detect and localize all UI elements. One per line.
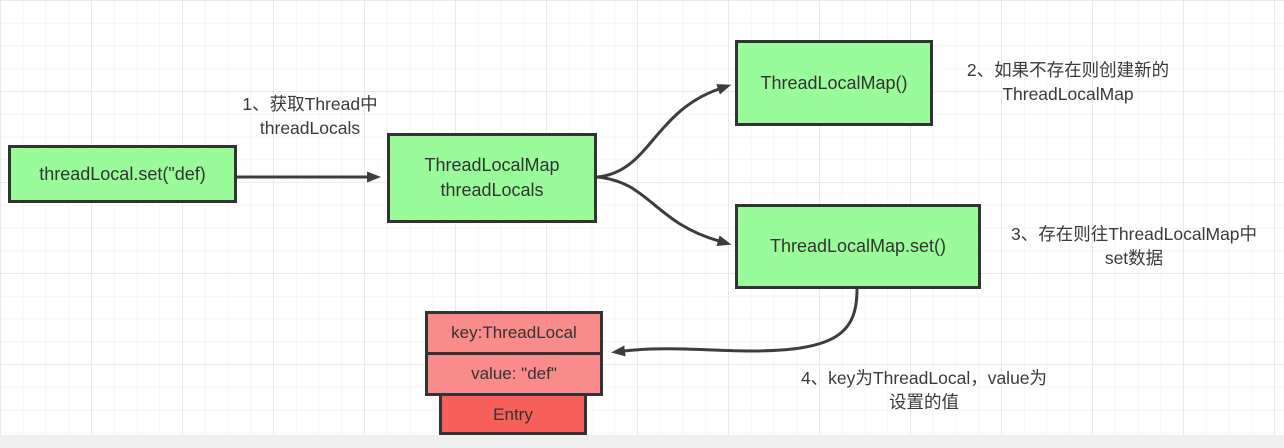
node-threadlocal-set-call: threadLocal.set("def) [8,145,237,203]
annotation-step4-line2: 设置的值 [889,392,959,412]
entry-key-row: key:ThreadLocal [428,314,600,352]
entry-value-row: value: "def" [428,352,600,393]
node-threadlocalmap-set: ThreadLocalMap.set() [735,204,981,289]
entry-value-label: value: "def" [471,364,557,383]
arrow-mapset-to-entry [611,287,859,357]
node-new-threadlocalmap-label: ThreadLocalMap() [760,72,908,93]
node-threadlocalmap-threadlocals: ThreadLocalMap threadLocals [387,133,597,223]
arrow-threadlocals-to-mapset [595,175,732,247]
node-entry: Entry [439,393,587,435]
entry-key-label: key:ThreadLocal [451,323,577,342]
annotation-step3-line1: 3、存在则往ThreadLocalMap中 [1010,224,1258,244]
annotation-step1: 1、获取Thread中 threadLocals [210,92,410,140]
annotation-step4: 4、key为ThreadLocal，value为 设置的值 [773,366,1075,414]
annotation-step1-line2: threadLocals [259,118,361,138]
annotation-step2: 2、如果不存在则创建新的 ThreadLocalMap [948,58,1188,106]
node-threadlocalmap-threadlocals-line1: ThreadLocalMap [424,155,560,175]
node-threadlocalmap-set-label: ThreadLocalMap.set() [769,236,947,256]
canvas-bottom-edge [0,435,1284,448]
annotation-step1-line1: 1、获取Thread中 [242,94,378,114]
node-new-threadlocalmap: ThreadLocalMap() [735,40,933,126]
node-entry-label: Entry [493,404,533,424]
annotation-step3-line2: set数据 [1104,248,1164,268]
node-threadlocalmap-threadlocals-line2: threadLocals [440,180,544,200]
annotation-step2-line1: 2、如果不存在则创建新的 [966,60,1170,80]
arrow-threadlocals-to-newmap [595,84,732,179]
annotation-step3: 3、存在则往ThreadLocalMap中 set数据 [983,222,1284,270]
annotation-step4-line1: 4、key为ThreadLocal，value为 [800,368,1048,388]
node-threadlocal-set-call-label: threadLocal.set("def) [39,163,206,184]
annotation-step2-line2: ThreadLocalMap [1002,84,1134,104]
entry-key-value-stack: key:ThreadLocal value: "def" [425,311,603,396]
